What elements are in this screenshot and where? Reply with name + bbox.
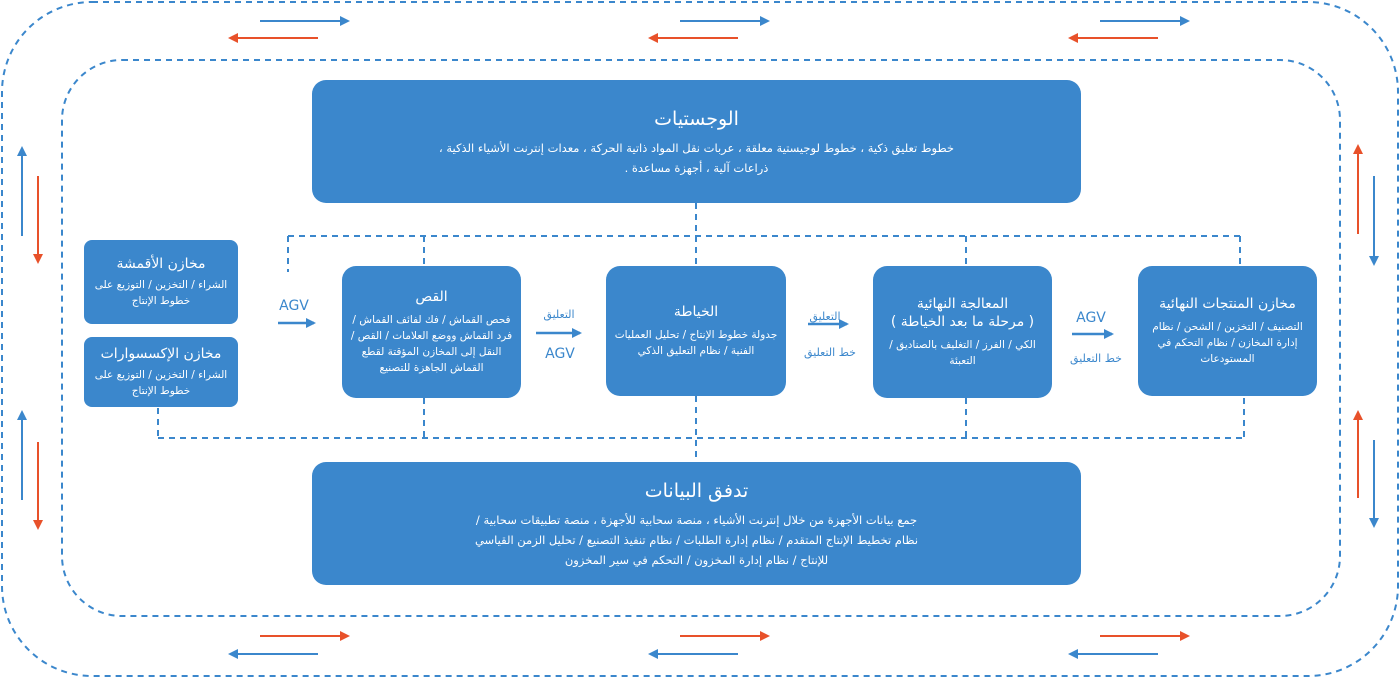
logistics-title: الوجستيات (654, 107, 739, 130)
sewing-title: الخياطة (673, 304, 719, 320)
logistics-box: الوجستيات خطوط تعليق ذكية ، خطوط لوجيستي… (312, 80, 1081, 203)
dataflow-desc-line-1: جمع بيانات الأجهزة من خلال إنترنت الأشيا… (475, 512, 918, 527)
logistics-desc-line-1: خطوط تعليق ذكية ، خطوط لوجيستية معلقة ، … (438, 140, 955, 155)
process-arrows (278, 318, 1114, 339)
dataflow-desc-line-3: للإنتاج / نظام إدارة المخزون / التحكم في… (564, 552, 829, 567)
product-store-box: مخازن المنتجات النهائية التصنيف / التخزي… (1138, 266, 1317, 396)
connection-grid (157, 203, 1245, 462)
top-flow-arrows (228, 16, 1190, 43)
accessory-store-title: مخازن الإكسسوارات (100, 346, 222, 362)
hangline-label-1: خط التعليق (804, 346, 856, 359)
agv-label-1: AGV (279, 298, 309, 314)
finishing-subtitle: ( مرحلة ما بعد الخياطة ) (890, 314, 1035, 330)
finishing-box: المعالجة النهائية ( مرحلة ما بعد الخياطة… (873, 266, 1052, 398)
finishing-title: المعالجة النهائية (916, 296, 1009, 312)
logistics-desc-line-2: ذراعات آلية ، أجهزة مساعدة . (624, 160, 769, 175)
agv-label-3: AGV (1076, 310, 1106, 326)
dataflow-title: تدفق البيانات (644, 479, 749, 502)
sewing-desc: جدولة خطوط الإنتاج / تحليل العمليات الفن… (614, 329, 778, 357)
sewing-box: الخياطة جدولة خطوط الإنتاج / تحليل العمل… (606, 266, 786, 396)
product-store-desc: التصنيف / التخزين / الشحن / نظام إدارة ا… (1152, 321, 1303, 365)
product-store-title: مخازن المنتجات النهائية (1159, 296, 1296, 312)
cutting-box: القص فحص القماش / فك لفائف القماش / فرد … (342, 266, 521, 398)
hang-label-2: التعليق (809, 310, 841, 323)
cutting-title: القص (415, 289, 448, 305)
accessory-store-box: مخازن الإكسسوارات الشراء / التخزين / الت… (84, 337, 238, 407)
right-flow-arrows (1353, 144, 1379, 528)
fabric-store-title: مخازن الأقمشة (116, 256, 206, 272)
hangline-label-2: خط التعليق (1070, 352, 1122, 365)
dataflow-desc-line-2: نظام تخطيط الإنتاج المتقدم / نظام إدارة … (474, 532, 919, 547)
agv-label-2: AGV (545, 346, 575, 362)
left-flow-arrows (17, 146, 43, 530)
fabric-store-desc: الشراء / التخزين / التوزيع على خطوط الإن… (94, 279, 228, 307)
dataflow-box: تدفق البيانات جمع بيانات الأجهزة من خلال… (312, 462, 1081, 585)
hang-label-1: التعليق (543, 308, 575, 321)
finishing-desc: الكي / الفرز / التغليف بالصناديق / التعب… (889, 339, 1036, 367)
bottom-flow-arrows (228, 631, 1190, 659)
fabric-store-box: مخازن الأقمشة الشراء / التخزين / التوزيع… (84, 240, 238, 324)
accessory-store-desc: الشراء / التخزين / التوزيع على خطوط الإن… (94, 369, 228, 397)
cutting-desc: فحص القماش / فك لفائف القماش / فرد القما… (350, 314, 513, 374)
